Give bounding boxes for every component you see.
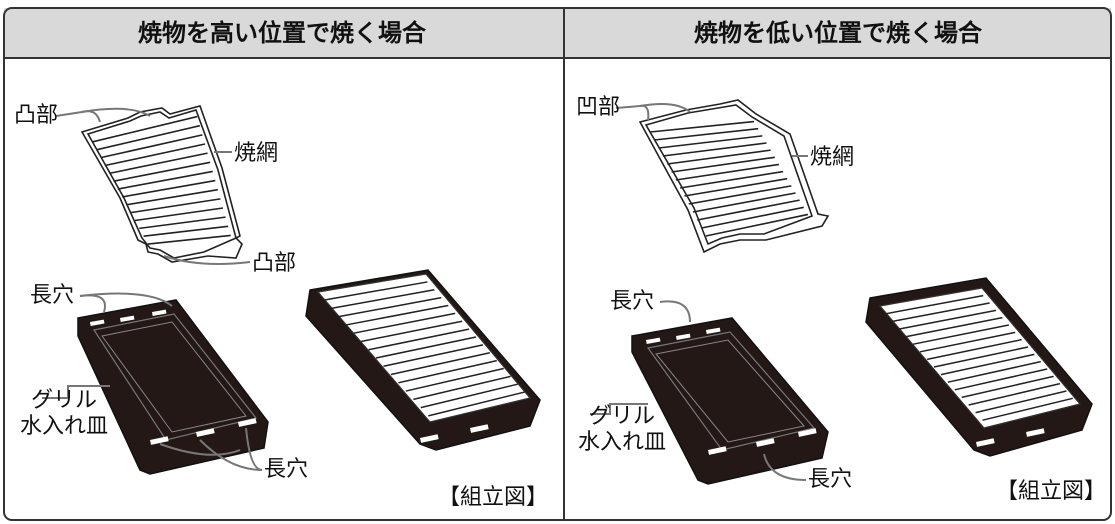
grill-wire-bar xyxy=(658,135,763,149)
grill-wire-bar xyxy=(926,338,1022,361)
grill-wire-bar xyxy=(134,207,224,222)
grill-wire-bar xyxy=(968,382,1061,406)
grill-wire-bar xyxy=(675,163,780,181)
water-tray-right xyxy=(631,317,829,485)
grill-wire-bar xyxy=(139,216,226,230)
grill-wire-bar xyxy=(684,177,788,197)
column-header-high: 焼物を高い位置で焼く場合 xyxy=(138,19,426,47)
grill-wire-bar xyxy=(662,142,767,157)
grill-wire-bar xyxy=(954,368,1048,391)
grill-wire-bar xyxy=(405,367,504,392)
grill-wire-bar xyxy=(122,179,216,198)
grill-wire-bar xyxy=(96,124,201,151)
grill-wire-bar xyxy=(390,352,491,376)
grill-wire-bar xyxy=(420,383,518,409)
grill-wire-bar xyxy=(428,391,525,417)
grill-wire-bar xyxy=(331,289,435,310)
grill-wire-bar xyxy=(650,120,755,133)
grill-wire-bar xyxy=(117,170,213,190)
leader-lines-right xyxy=(590,103,808,481)
grill-wire-bar xyxy=(940,353,1035,376)
label-assembly-right: 【組立図】 xyxy=(996,479,1107,504)
grill-wire-bar xyxy=(975,390,1067,414)
grill-wire-bar xyxy=(126,188,218,206)
label-water-tray-right: グリル 水入れ皿 xyxy=(578,404,667,455)
grill-wire-bar xyxy=(100,134,203,159)
assembly-right xyxy=(865,277,1093,457)
grill-wire-bar xyxy=(692,192,796,213)
grill-net-low xyxy=(638,99,830,254)
label-assembly-left: 【組立図】 xyxy=(438,485,549,510)
label-slot-top-left: 長穴 xyxy=(30,283,75,308)
grill-wire-bar xyxy=(104,143,206,167)
grill-wire-bar xyxy=(375,336,477,359)
grill-wire-bar xyxy=(697,199,800,221)
grill-wire-bar xyxy=(109,152,208,175)
water-tray-left xyxy=(77,299,269,475)
grill-wire-bar xyxy=(383,344,484,367)
grill-wire-bar xyxy=(919,331,1016,353)
grill-wire-bar xyxy=(130,198,221,214)
label-bump-top: 凸部 xyxy=(14,103,59,128)
grill-wire-bar xyxy=(360,320,463,343)
grill-wire-bar xyxy=(913,324,1009,345)
assembly-left xyxy=(305,269,541,451)
grill-wire-bar xyxy=(147,234,231,245)
grill-wire-bar xyxy=(899,309,997,330)
grill-wire-bar xyxy=(654,127,759,141)
grill-wire-bar xyxy=(933,346,1029,368)
grill-wire-bar xyxy=(413,375,511,401)
grill-wire-bar xyxy=(667,149,771,165)
grill-wire-bar xyxy=(345,304,449,326)
grill-wire-bar xyxy=(961,375,1054,399)
grill-wire-bar xyxy=(705,213,809,237)
outer-frame xyxy=(3,7,1112,521)
label-dent-top: 凹部 xyxy=(576,95,621,120)
grill-wire-bar xyxy=(906,316,1003,338)
grill-wire-bar xyxy=(680,170,784,189)
label-slot-top-right: 長穴 xyxy=(610,289,655,314)
header-bar xyxy=(4,8,1111,58)
grill-net-high xyxy=(80,105,243,263)
grill-wire-bar xyxy=(113,161,211,182)
grill-wire-bar xyxy=(368,328,470,351)
leader-lines-left xyxy=(42,107,263,471)
grill-wire-bar xyxy=(892,302,990,323)
grill-wire-bar xyxy=(143,225,229,238)
grill-wire-bar xyxy=(947,360,1041,383)
grill-wire-bar xyxy=(671,156,775,173)
label-water-tray-left: グリル 水入れ皿 xyxy=(20,388,109,439)
grill-wire-bar xyxy=(353,312,456,334)
grill-wire-bar xyxy=(982,397,1073,421)
grill-wire-bar xyxy=(338,296,442,318)
label-slot-bottom-right: 長穴 xyxy=(808,467,853,492)
grill-wire-bar xyxy=(688,185,792,205)
label-slot-bottom-left: 長穴 xyxy=(264,457,309,482)
label-grill-net-right: 焼網 xyxy=(810,145,855,170)
column-header-low: 焼物を低い位置で焼く場合 xyxy=(694,19,982,47)
label-grill-net-left: 焼網 xyxy=(234,141,279,166)
grill-wire-bar xyxy=(701,206,804,229)
grill-wire-bar xyxy=(885,294,984,315)
grill-wire-bar xyxy=(398,359,497,384)
label-bump-bottom: 凸部 xyxy=(252,251,297,276)
grill-wire-bar xyxy=(323,281,428,301)
grill-wire-bar xyxy=(91,115,198,143)
